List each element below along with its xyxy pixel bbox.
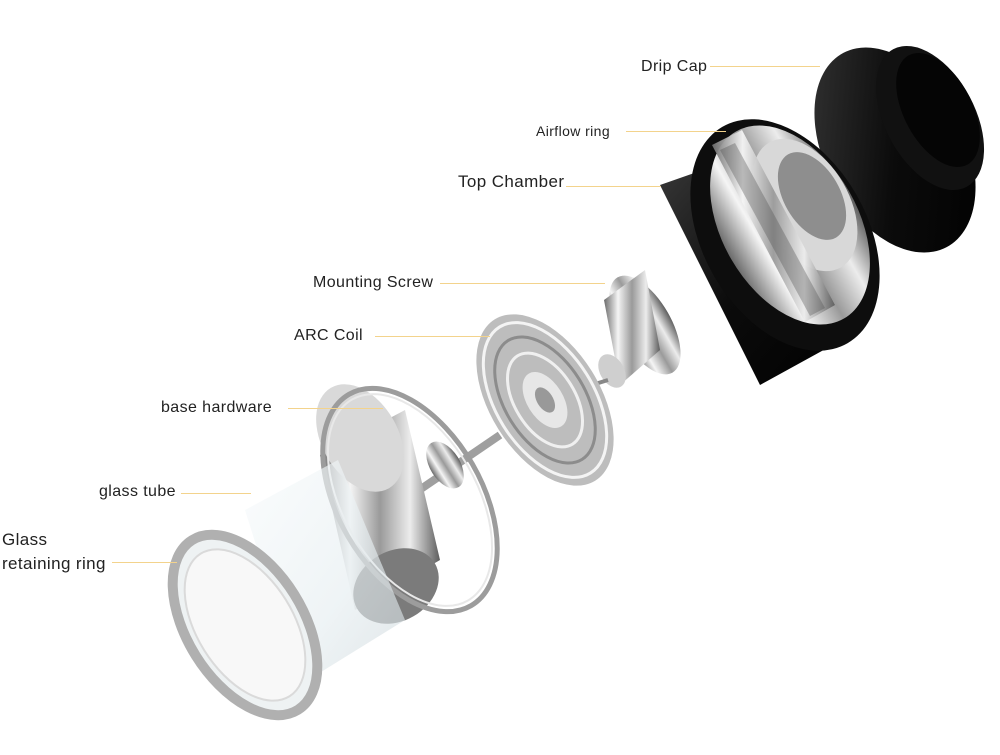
leader-base-hardware [288,408,383,409]
label-glass-retaining-ring-line1: Glass [2,530,48,549]
top-chamber-part [660,119,880,385]
leader-top-chamber [566,186,661,187]
label-glass-retaining-ring: Glass retaining ring [2,528,106,576]
label-glass-retaining-ring-line2: retaining ring [2,554,106,573]
mounting-screw-part [559,270,681,397]
label-base-hardware: base hardware [161,399,273,416]
label-top-chamber: Top Chamber [458,172,565,191]
leader-glass-retaining-ring [112,562,177,563]
leader-glass-tube [181,493,251,494]
leader-mounting-screw [440,283,605,284]
label-airflow-ring: Airflow ring [536,123,611,139]
label-drip-cap: Drip Cap [641,58,708,75]
arc-coil-part [476,314,614,486]
leader-arc-coil [375,336,490,337]
glass-retaining-ring-part [167,529,323,721]
label-arc-coil: ARC Coil [294,327,363,344]
label-mounting-screw: Mounting Screw [313,274,434,291]
leader-drip-cap [710,66,820,67]
label-glass-tube: glass tube [99,483,176,500]
leader-airflow-ring [626,131,726,132]
